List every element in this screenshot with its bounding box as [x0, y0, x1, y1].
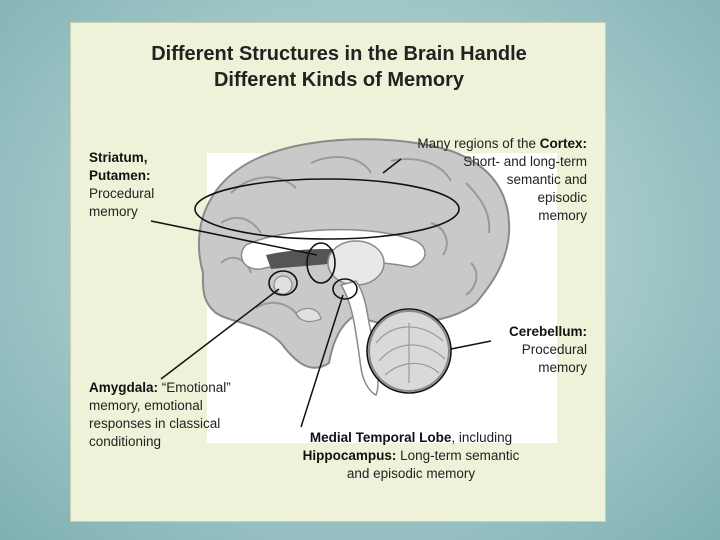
- diagram-title: Different Structures in the Brain Handle…: [71, 41, 607, 93]
- striatum-label: Striatum, Putamen: Procedural memory: [89, 149, 154, 221]
- brain-gyri: [220, 156, 491, 319]
- cortex-desc-1: Short- and long-term: [463, 154, 587, 169]
- cortex-desc-2: semantic and: [506, 172, 587, 187]
- temporal-lobe-label: Medial Temporal Lobe, including Hippocam…: [271, 429, 551, 483]
- striatum-name-2: Putamen:: [89, 168, 151, 183]
- striatum-leader: [150, 220, 318, 256]
- amygdala-ellipse: [268, 270, 298, 296]
- striatum-ellipse: [306, 242, 336, 284]
- brain-diagram: [150, 138, 511, 428]
- cerebellum-desc-1: Procedural: [521, 342, 587, 357]
- temporal-name: Medial Temporal Lobe: [309, 430, 452, 445]
- hippocampus-desc: Long-term semantic: [396, 448, 520, 463]
- thalamus: [327, 240, 385, 286]
- cerebellum-highlight: [366, 308, 452, 394]
- cortex-desc-3: episodic: [537, 190, 587, 205]
- cortex-name: Cortex:: [539, 136, 587, 151]
- hippocampus-name: Hippocampus:: [302, 448, 397, 463]
- cortex-prefix: Many regions of the: [417, 136, 540, 151]
- striatum-desc-2: memory: [89, 204, 138, 219]
- temporal-ellipse: [332, 278, 358, 300]
- amygdala-label: Amygdala: “Emotional” memory, emotional …: [89, 379, 231, 451]
- temporal-leader: [300, 294, 344, 428]
- cerebellum-folia: [375, 323, 446, 383]
- title-line-2: Different Kinds of Memory: [213, 69, 465, 91]
- cerebellum-desc-2: memory: [538, 360, 587, 375]
- cortex-ellipse: [194, 178, 460, 240]
- temporal-suffix: , including: [451, 430, 513, 445]
- cortex-leader: [382, 158, 402, 174]
- striatum-name-1: Striatum,: [89, 150, 148, 165]
- cerebellum-label: Cerebellum: Procedural memory: [509, 323, 587, 377]
- amygdala-desc-3: responses in classical: [89, 416, 221, 431]
- brainstem: [339, 280, 379, 396]
- temporal-desc-3: and episodic memory: [346, 466, 476, 481]
- slide-card: Different Structures in the Brain Handle…: [70, 22, 606, 522]
- amygdala-desc-4: conditioning: [89, 434, 162, 449]
- amygdala-name: Amygdala:: [89, 380, 159, 395]
- amygdala-desc-2: memory, emotional: [89, 398, 203, 413]
- amygdala-leader: [160, 288, 280, 380]
- amygdala-desc-1: “Emotional”: [158, 380, 231, 395]
- striatum-desc-1: Procedural: [89, 186, 155, 201]
- cortex-desc-4: memory: [538, 208, 587, 223]
- cerebellum-leader: [450, 340, 492, 350]
- title-line-1: Different Structures in the Brain Handle: [151, 43, 527, 65]
- cortex-label: Many regions of the Cortex: Short- and l…: [417, 135, 587, 225]
- cerebellum-name: Cerebellum:: [508, 324, 587, 339]
- hippocampus-shape: [295, 307, 322, 323]
